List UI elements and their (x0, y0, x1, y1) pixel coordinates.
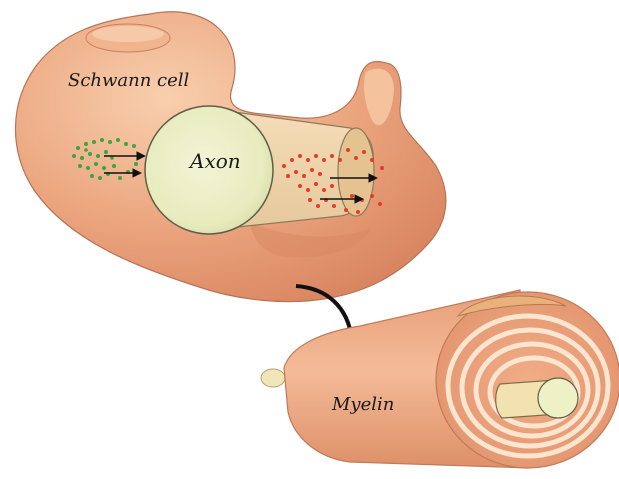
inner-axon-face (538, 378, 578, 418)
myelin-sheath (261, 290, 619, 468)
schwann-cell-label: Schwann cell (68, 70, 190, 91)
axon-label: Axon (188, 149, 241, 173)
myelin-label: Myelin (331, 394, 394, 415)
axon-stub (261, 369, 285, 387)
